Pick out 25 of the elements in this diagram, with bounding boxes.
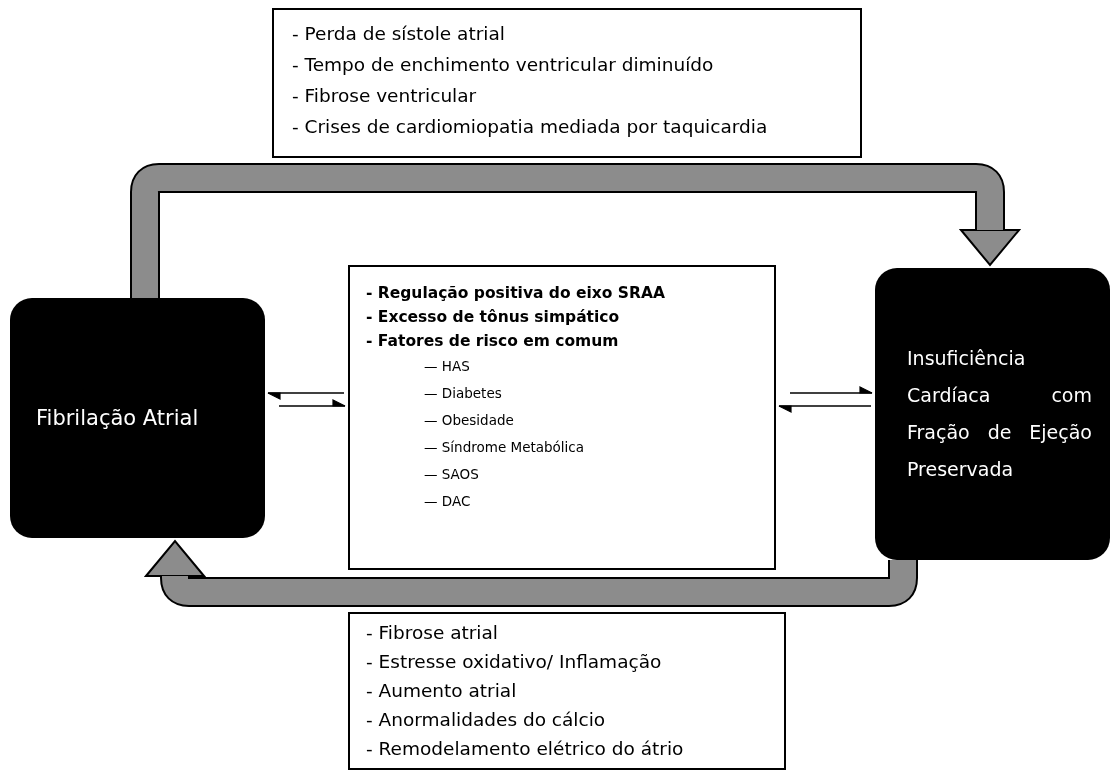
process-box (875, 268, 1110, 560)
list-item: — Obesidade (423, 411, 514, 430)
list-item: - Perda de sístole atrial (292, 22, 506, 46)
list-item: — DAC (423, 492, 471, 511)
list-item: - Tempo de enchimento ventricular diminuído (292, 53, 715, 77)
list-item: — HAS (423, 357, 470, 376)
list-item: - Remodelamento elétrico do átrio (366, 737, 685, 761)
list-item: - Excesso de tônus simpático (366, 307, 621, 328)
text-box (348, 265, 776, 570)
list-item: - Regulação positiva do eixo SRAA (366, 283, 666, 304)
list-item: - Fibrose ventricular (292, 84, 478, 108)
list-item: Fibrilação Atrial (36, 405, 200, 432)
text-box (272, 8, 862, 158)
list-item: - Anormalidades do cálcio (366, 708, 607, 732)
list-item: - Aumento atrial (366, 679, 518, 703)
list-item: - Crises de cardiomiopatia mediada por taquicardia (292, 115, 769, 139)
list-item: — Síndrome Metabólica (423, 438, 585, 457)
list-item: - Fatores de risco em comum (366, 331, 620, 352)
list-item: — SAOS (423, 465, 479, 484)
text-box (348, 612, 786, 770)
node-label: Insuficiência Cardíaca com Fração de Ejeção Preservada (907, 346, 1092, 482)
process-box (10, 298, 265, 538)
list-item: — Diabetes (423, 384, 502, 403)
list-item: - Estresse oxidativo/ Inflamação (366, 650, 663, 674)
list-item: - Fibrose atrial (366, 621, 499, 645)
